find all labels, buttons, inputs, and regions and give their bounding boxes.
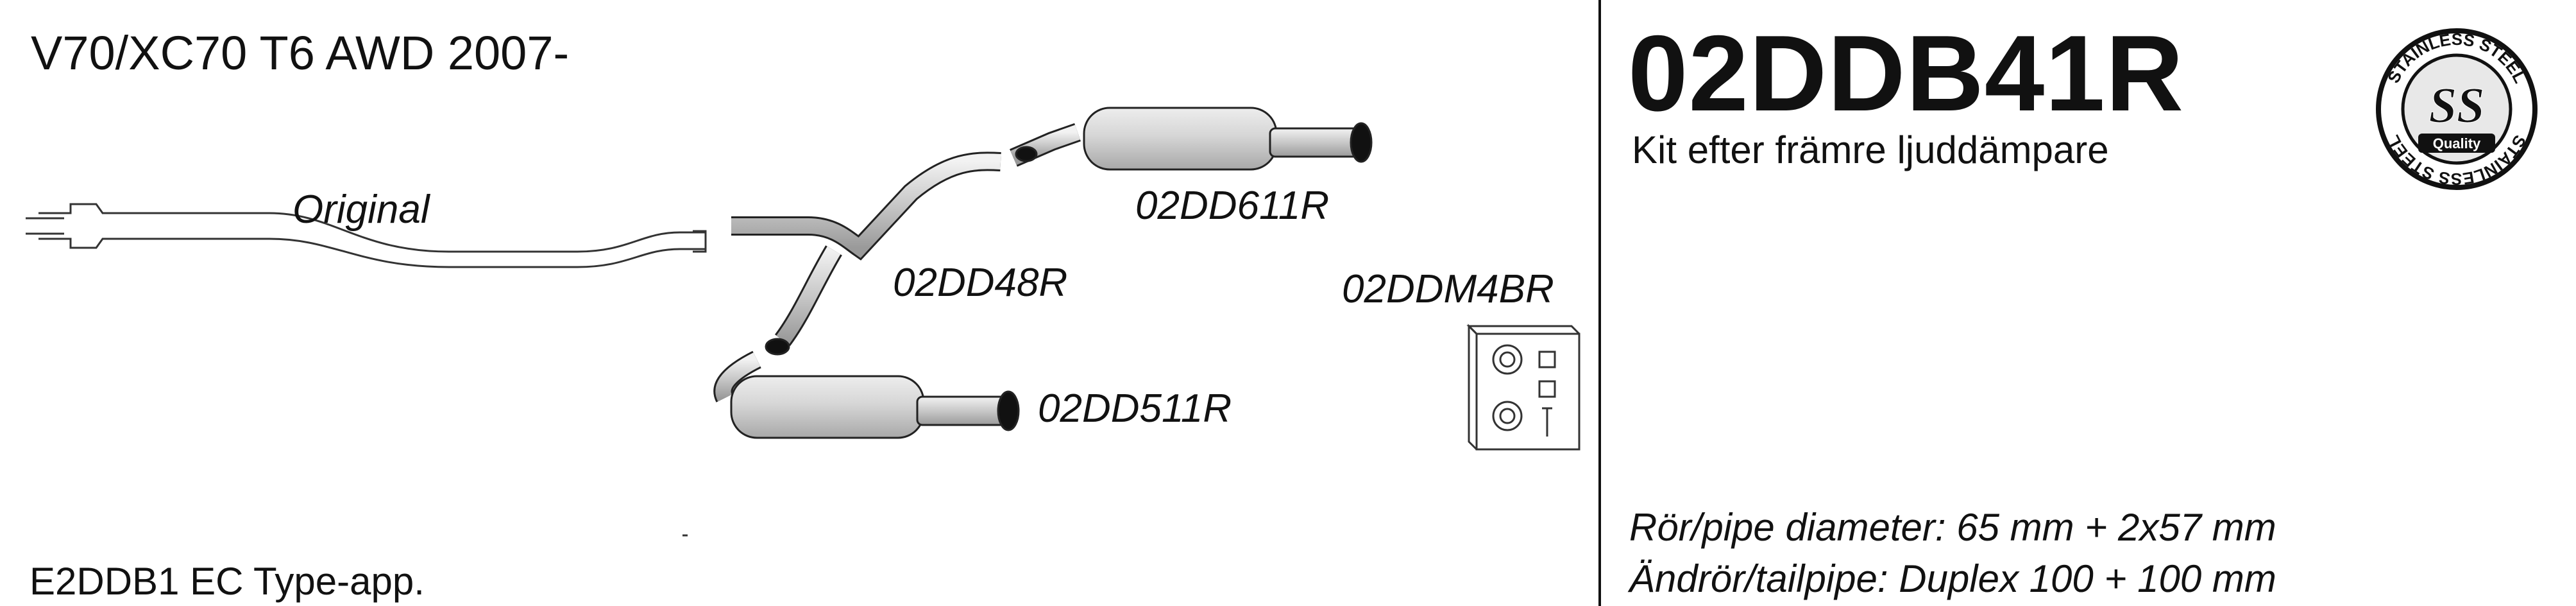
mounting-kit-icon: [1466, 324, 1580, 451]
homologation-text: E2DDB1 EC Type-app.: [30, 560, 425, 603]
vehicle-model: V70/XC70 T6 AWD 2007-: [31, 26, 570, 80]
lower-muffler: [713, 351, 1020, 439]
kit-code: 02DDB41R: [1628, 13, 2185, 134]
exhaust-diagram: [26, 107, 1580, 537]
kit-description: Kit efter främre ljuddämpare: [1632, 128, 2109, 171]
lower-muffler-label: 02DD511R: [1038, 386, 1232, 431]
mounting-kit-label: 02DDM4BR: [1342, 267, 1554, 311]
front-pipe-label: 02DD48R: [893, 261, 1068, 305]
pipe-diameter-spec: Rör/pipe diameter: 65 mm + 2x57 mm: [1629, 506, 2276, 549]
stainless-steel-logo: STAINLESS STEEL STAINLESS STEEL SS Quali…: [2376, 28, 2538, 190]
tailpipe-spec: Ändrör/tailpipe: Duplex 100 + 100 mm: [1629, 557, 2276, 600]
upper-muffler: [1083, 107, 1373, 171]
front-y-pipe: [731, 123, 1081, 356]
logo-tagline: Quality: [2433, 135, 2481, 152]
upper-muffler-label: 02DD611R: [1135, 184, 1330, 228]
original-system: [26, 203, 707, 268]
original-label: Original: [292, 187, 430, 232]
logo-initials: SS: [2429, 77, 2485, 133]
vertical-divider: [1598, 0, 1601, 606]
